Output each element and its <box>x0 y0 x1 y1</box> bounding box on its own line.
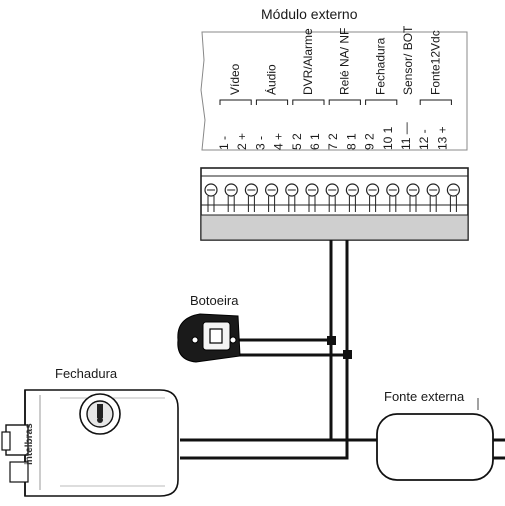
terminal-label: 12 - <box>417 129 431 150</box>
terminal-label: 7 2 <box>326 133 340 150</box>
terminal-clamp <box>207 196 215 212</box>
module-title: Módulo externo <box>261 6 358 22</box>
junction-1 <box>327 336 336 345</box>
fonte-label: Fonte externa <box>384 389 465 404</box>
botoeira-device <box>177 313 241 363</box>
terminal-clamp <box>409 196 417 212</box>
terminal-label: 4 + <box>272 133 286 150</box>
terminal-label: 13 + <box>435 126 449 150</box>
terminal-block <box>200 167 469 241</box>
module-panel <box>200 31 468 151</box>
wires <box>180 240 505 460</box>
terminal-label: 10 1 <box>381 126 395 150</box>
terminal-label: 2 + <box>235 133 249 150</box>
group-label: Fechadura <box>374 37 388 95</box>
terminal-clamp <box>247 196 255 212</box>
terminal-clamp <box>268 196 276 212</box>
botoeira-label: Botoeira <box>190 293 239 308</box>
terminal-clamp <box>389 196 397 212</box>
group-bracket <box>419 99 452 105</box>
terminal-label: 1 - <box>217 136 231 150</box>
terminal-label: 3 - <box>253 136 267 150</box>
group-bracket <box>328 99 361 105</box>
terminal-clamp <box>449 196 457 212</box>
group-bracket <box>219 99 252 105</box>
fechadura-device: intelbras <box>1 389 179 497</box>
group-label: Sensor/ BOT <box>401 25 415 95</box>
wire-fechadura-2 <box>180 240 349 460</box>
group-bracket <box>365 99 398 105</box>
terminal-clamp <box>429 196 437 212</box>
group-label: Vídeo <box>228 63 242 95</box>
group-label: Relé NA/ NF <box>337 28 351 95</box>
terminal-label: 6 1 <box>308 133 322 150</box>
terminal-clamp <box>288 196 296 212</box>
group-label: Fonte12Vdc <box>428 30 442 95</box>
terminal-clamp <box>308 196 316 212</box>
terminal-clamp <box>348 196 356 212</box>
group-labels: Vídeo Áudio DVR/Alarme Relé NA/ NF Fechadura… <box>219 25 452 105</box>
fonte-device <box>376 398 494 481</box>
terminal-label: 9 2 <box>363 133 377 150</box>
group-label: DVR/Alarme <box>301 28 315 95</box>
terminal-clamp <box>227 196 235 212</box>
terminal-clamp <box>369 196 377 212</box>
fechadura-label: Fechadura <box>55 366 118 381</box>
group-bracket <box>255 99 289 105</box>
terminal-label: 8 1 <box>344 133 358 150</box>
brand-logo: intelbras <box>24 423 35 465</box>
group-bracket <box>292 99 325 105</box>
terminal-label: 11 — <box>399 122 413 150</box>
terminal-label: 5 2 <box>290 133 304 150</box>
pin-labels: 1 - 2 + 3 - 4 + 5 2 6 1 7 2 8 1 9 2 10 1 11 — 12 - 1… <box>217 122 449 150</box>
group-label: Áudio <box>264 64 279 95</box>
junction-2 <box>343 350 352 359</box>
terminal-clamp <box>328 196 336 212</box>
